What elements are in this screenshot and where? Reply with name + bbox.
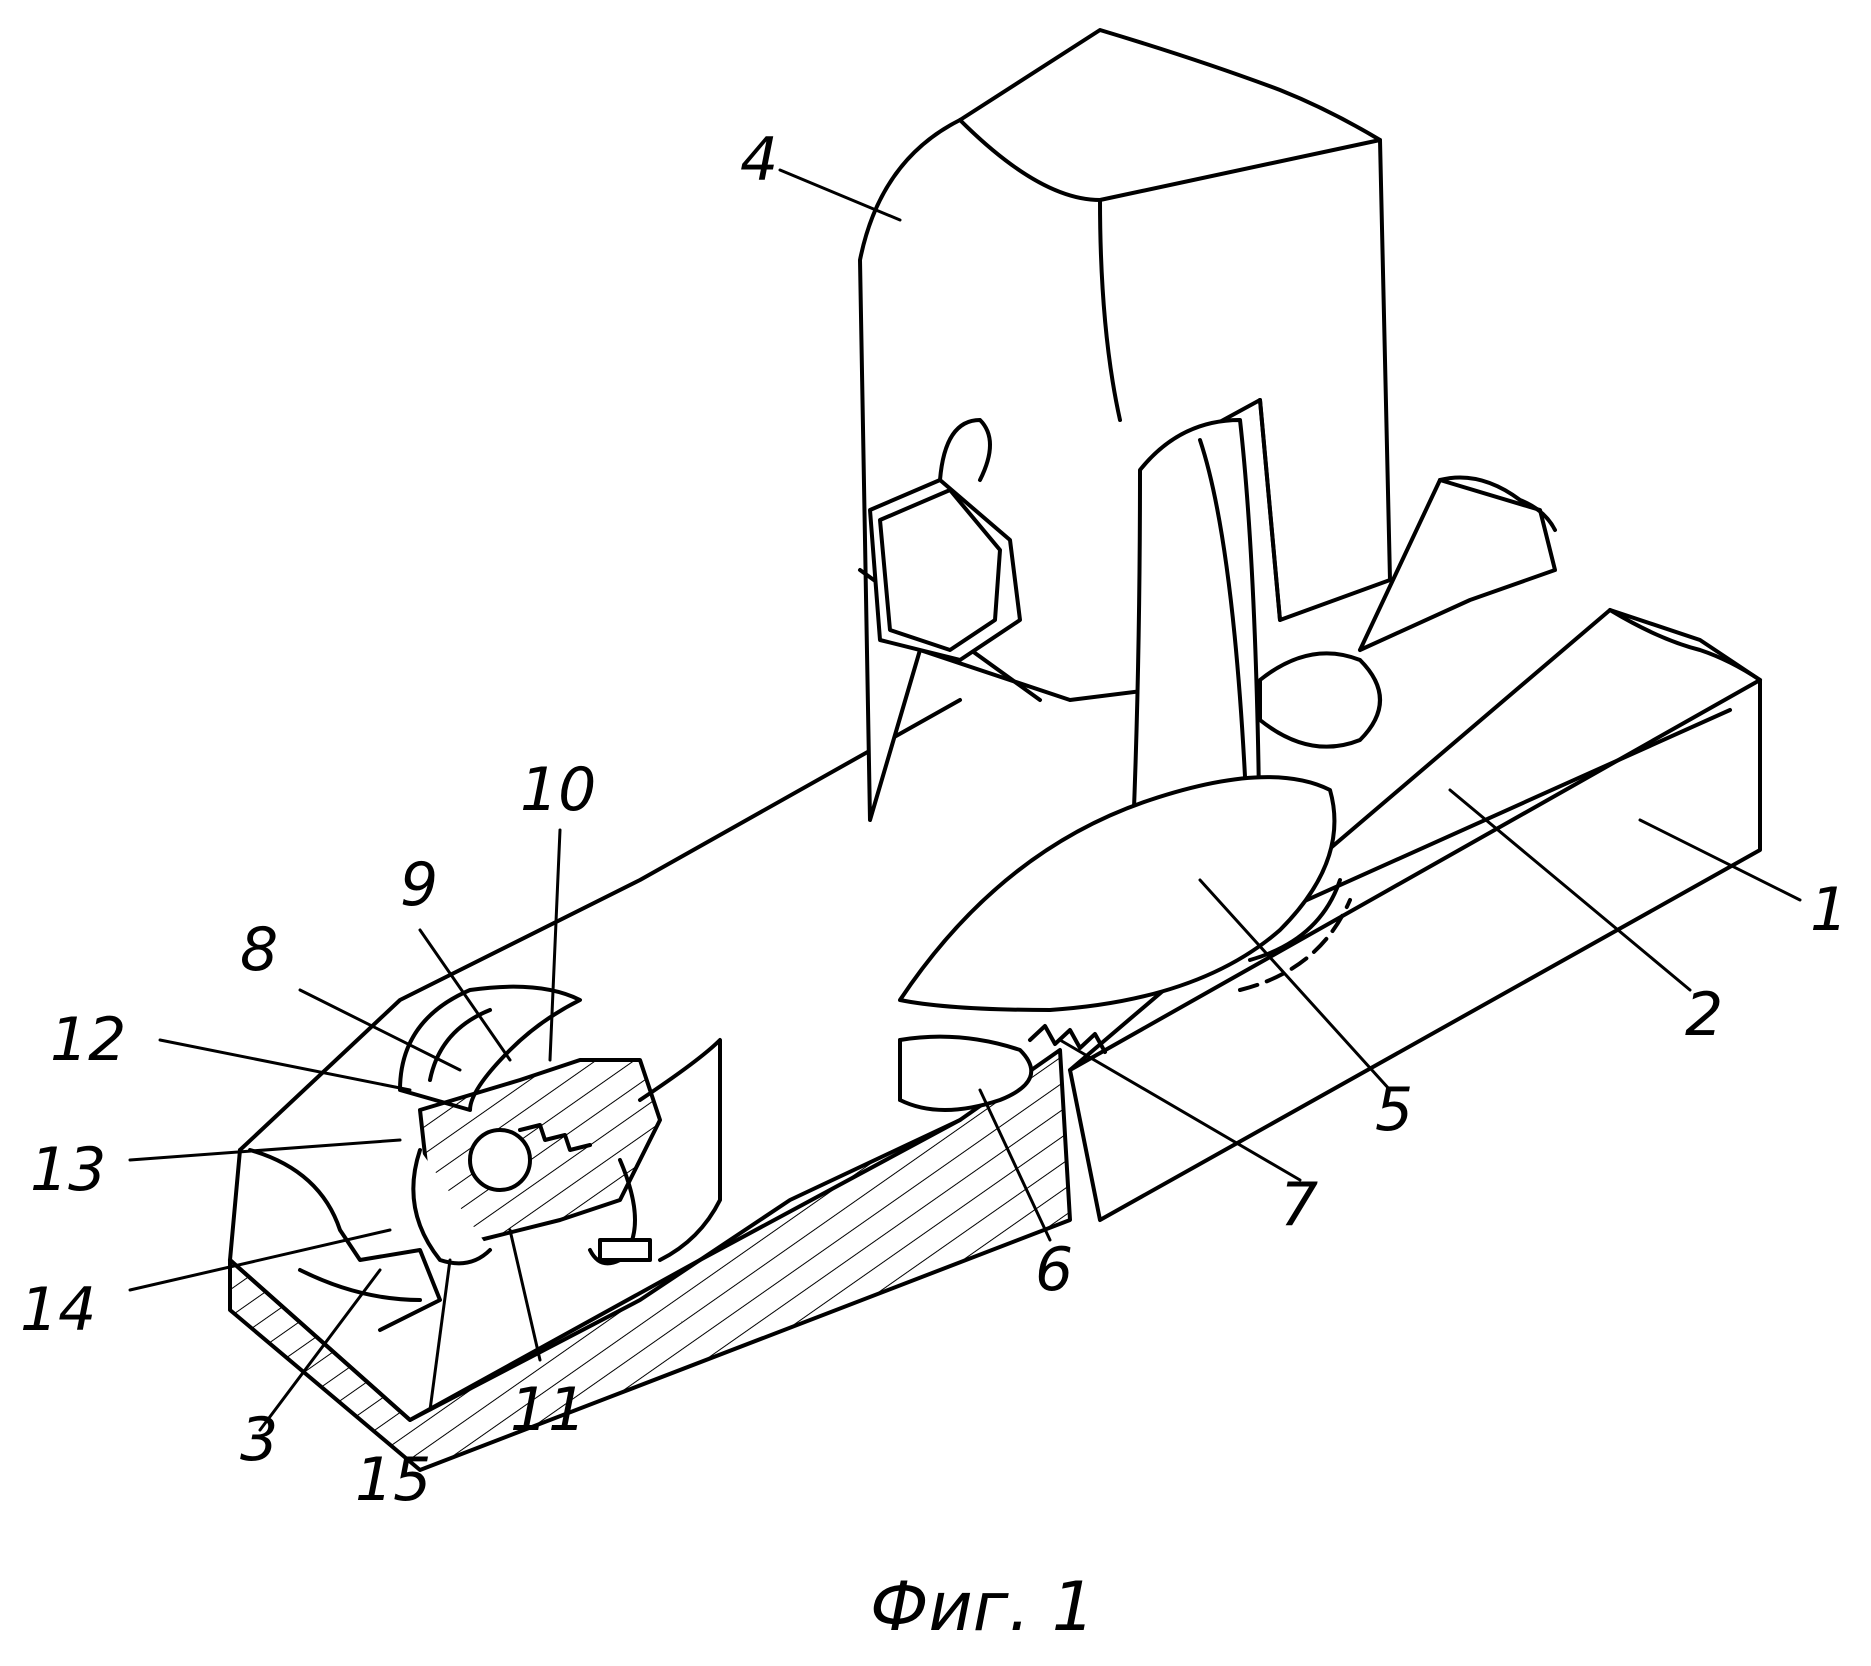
label-5: 5 <box>1375 1075 1413 1145</box>
label-12: 12 <box>50 1005 126 1075</box>
pivot-boss <box>1260 653 1380 746</box>
label-10: 10 <box>520 755 596 825</box>
label-15: 15 <box>355 1445 431 1515</box>
label-11: 11 <box>510 1375 586 1445</box>
label-9: 9 <box>400 850 438 920</box>
label-3: 3 <box>240 1405 278 1475</box>
eccentric-plate <box>900 777 1350 1010</box>
label-13: 13 <box>30 1135 106 1205</box>
figure-caption: Фиг. 1 <box>870 1568 1095 1647</box>
label-4: 4 <box>740 125 778 195</box>
label-1: 1 <box>1810 875 1848 945</box>
label-8: 8 <box>240 915 278 985</box>
label-6: 6 <box>1035 1235 1073 1305</box>
label-7: 7 <box>1280 1170 1318 1240</box>
label-14: 14 <box>20 1275 96 1345</box>
label-2: 2 <box>1685 980 1723 1050</box>
